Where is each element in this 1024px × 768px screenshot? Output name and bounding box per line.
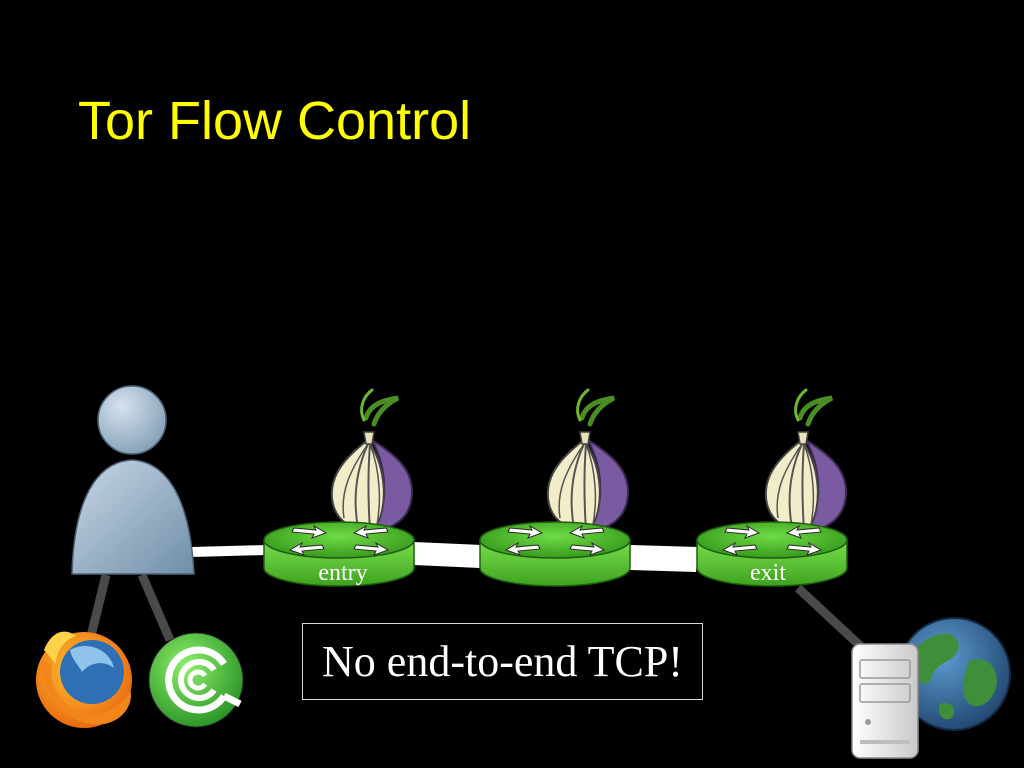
globe-icon [897, 617, 1011, 731]
tor-onion-icon [548, 390, 628, 530]
server-icon [851, 643, 919, 759]
no-end-to-end-tcp-callout: No end-to-end TCP! [302, 623, 703, 700]
firefox-icon [36, 631, 132, 728]
exit-relay-label: exit [750, 560, 786, 586]
tor-onion-icon [766, 390, 846, 530]
person-icon [71, 385, 195, 575]
slide-title: Tor Flow Control [78, 91, 472, 151]
entry-relay-label: entry [318, 560, 367, 586]
bittorrent-icon [148, 632, 244, 728]
router-icon [479, 521, 631, 587]
tor-onion-icon [332, 390, 412, 530]
